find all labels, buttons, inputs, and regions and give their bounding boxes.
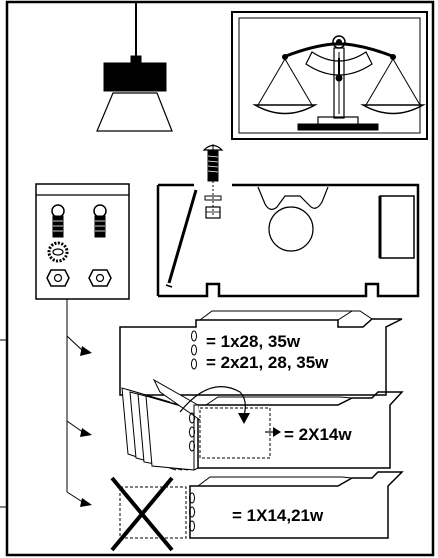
cross-icon: [110, 476, 174, 552]
option-panel-3: [119, 471, 404, 539]
hardware-bag-icon: [35, 183, 130, 300]
balance-scale-icon: [231, 11, 428, 140]
fixture-housing: [156, 183, 420, 298]
option-panel-2: [121, 378, 404, 471]
option-panel-1: [119, 310, 403, 396]
option-2-label: = 2x21, 28, 35w: [206, 353, 329, 372]
screw-icon: [202, 144, 224, 219]
arrow-icon: [66, 299, 92, 507]
option-3-label: = 2X14w: [284, 425, 352, 444]
option-1-label: = 1x28, 35w: [206, 332, 301, 351]
option-4-label: = 1X14,21w: [232, 506, 324, 525]
pendant-lamp-icon: [96, 2, 173, 132]
